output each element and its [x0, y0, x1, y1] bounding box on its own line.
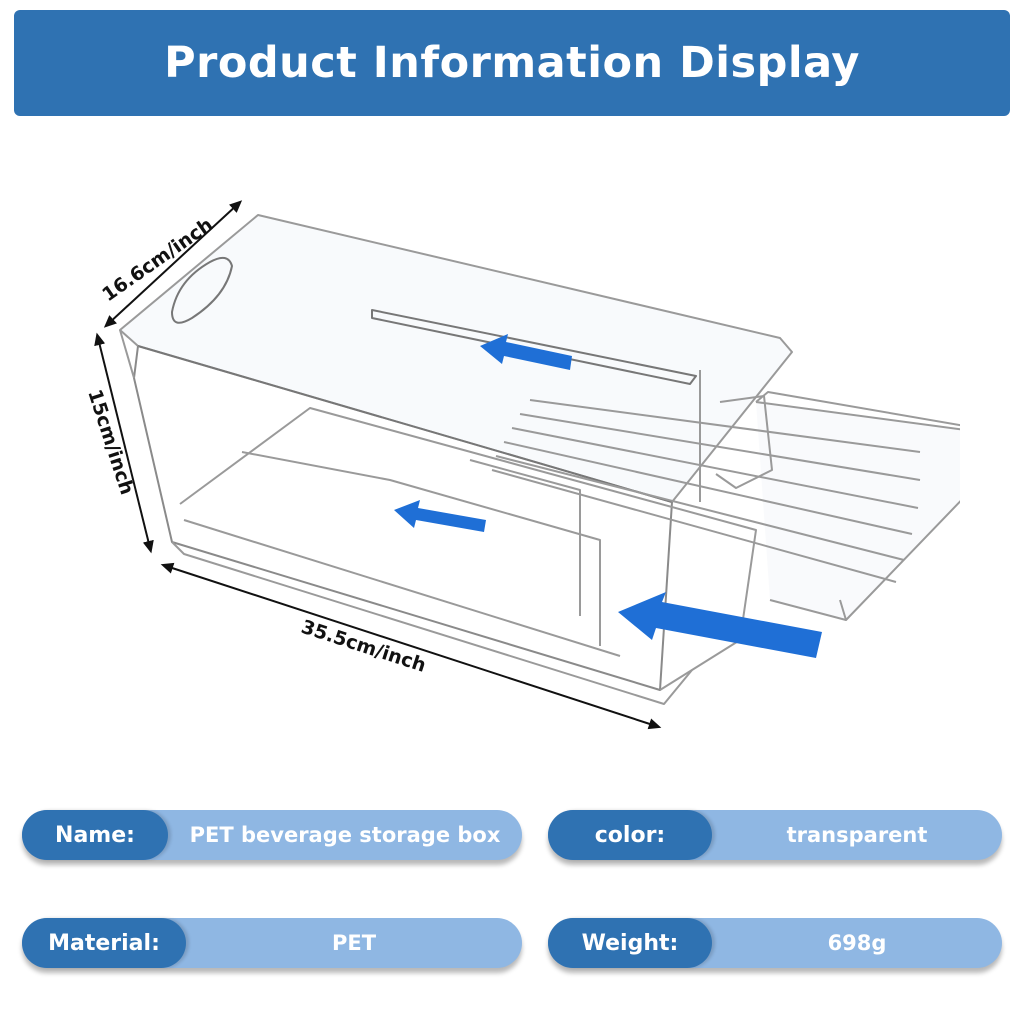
- arrow-left-icon: [394, 334, 822, 658]
- page-title: Product Information Display: [164, 38, 860, 88]
- spec-name-value: PET beverage storage box: [189, 823, 501, 847]
- spec-material-key: Material:: [22, 918, 186, 968]
- spec-name-key: Name:: [22, 810, 168, 860]
- spec-color-key: color:: [548, 810, 712, 860]
- dimension-line-width: [103, 200, 243, 328]
- storage-box-drawing: [119, 214, 960, 705]
- header-banner: Product Information Display: [14, 10, 1010, 116]
- spec-color-value: transparent: [786, 823, 928, 847]
- spec-weight-pill: Weight: 698g: [548, 918, 1002, 968]
- dimension-line-height: [94, 332, 154, 554]
- spec-color-pill: color: transparent: [548, 810, 1002, 860]
- spec-name-pill: Name: PET beverage storage box: [22, 810, 522, 860]
- dimension-line-length: [160, 562, 662, 730]
- product-image: 16.6cm/inch 15cm/inch 35.5cm/inch: [83, 200, 960, 730]
- spec-material-pill: Material: PET: [22, 918, 522, 968]
- spec-weight-key: Weight:: [548, 918, 712, 968]
- spec-material-value: PET: [331, 931, 377, 955]
- spec-weight-value: 698g: [827, 931, 887, 955]
- dimension-height-label: 15cm/inch: [83, 387, 138, 498]
